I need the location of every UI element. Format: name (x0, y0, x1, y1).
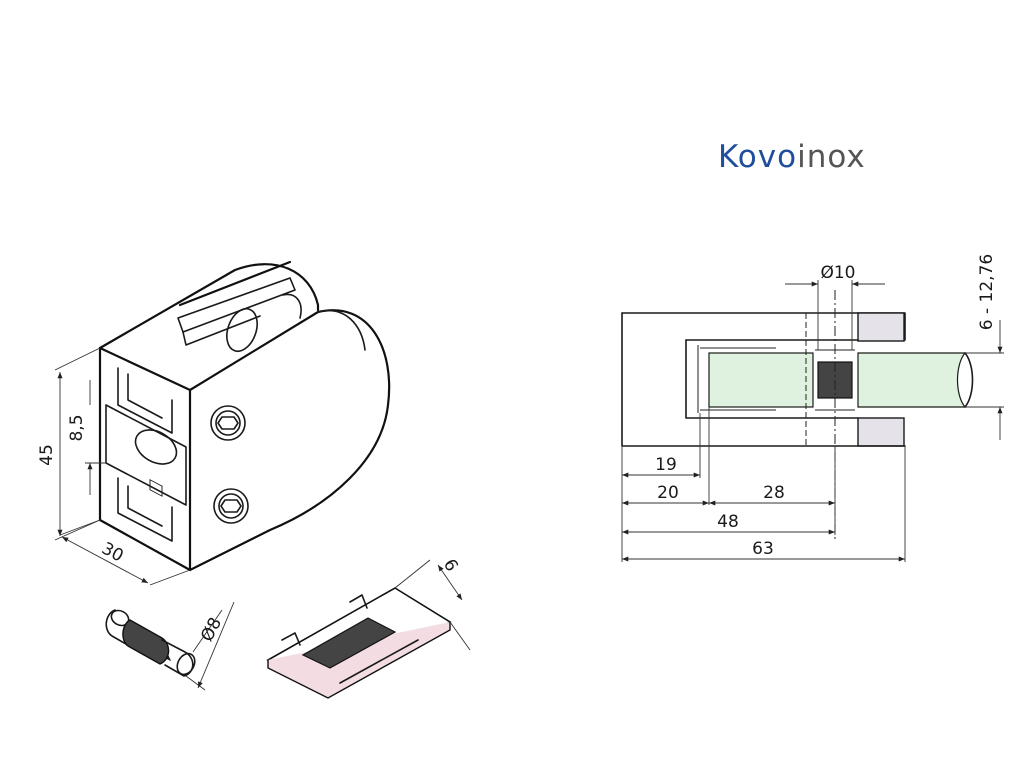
dim-63: 63 (752, 539, 774, 559)
isometric-clamp-view: 45 8,5 30 (37, 260, 391, 586)
dim-28: 28 (763, 483, 785, 503)
dim-19: 19 (655, 455, 677, 475)
dim-iso-depth: 30 (98, 539, 126, 567)
dim-iso-height: 45 (37, 444, 57, 466)
dim-48: 48 (717, 512, 739, 532)
rubber-pad-part: 6 (266, 556, 471, 699)
pin-part: Ø8 (105, 601, 235, 691)
dim-pad-thickness: 6 (439, 556, 462, 575)
brand-logo: Kovoinox (718, 139, 866, 175)
section-view: Ø10 6 - 12,76 19 20 28 48 63 (621, 254, 1004, 562)
dim-iso-slot: 8,5 (67, 414, 87, 441)
dim-hole-diameter: Ø10 (820, 263, 855, 283)
logo-part-kovo: Kovo (718, 139, 797, 175)
logo-part-inox: inox (797, 139, 866, 175)
dim-glass-range: 6 - 12,76 (977, 254, 997, 330)
dim-20: 20 (657, 483, 679, 503)
